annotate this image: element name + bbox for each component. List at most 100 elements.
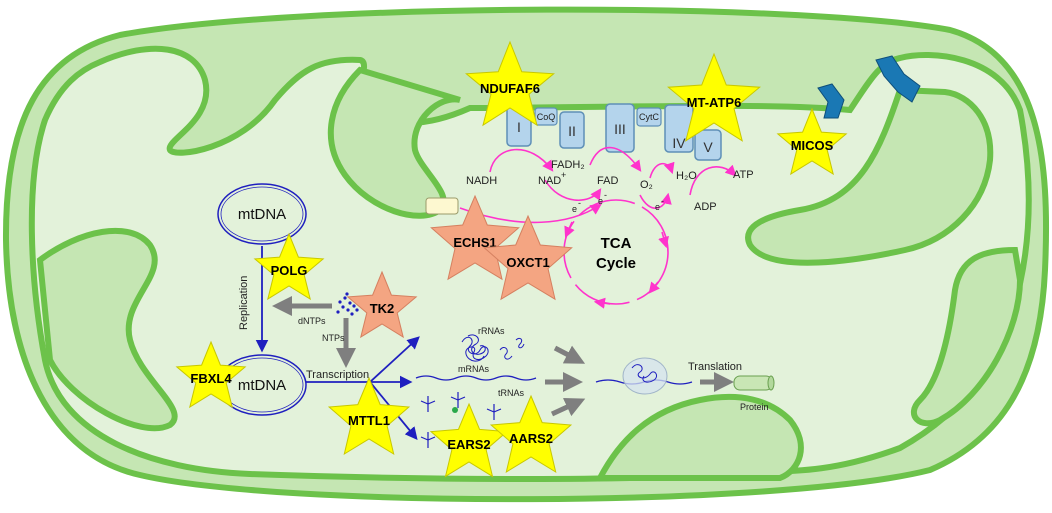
transcription-label: Transcription [306, 369, 369, 381]
cytc-carrier [636, 107, 662, 127]
rrna-tangle-large-b [467, 334, 486, 355]
star-polg [253, 232, 325, 301]
mrna-strand [415, 375, 537, 381]
mtdna-bottom-label: mtDNA [238, 377, 286, 394]
rrna-to-ribosome-arrow [553, 345, 586, 364]
o2-arrow [639, 192, 672, 209]
mtdna-top-label: mtDNA [238, 206, 286, 223]
adp-label: ADP [694, 201, 717, 213]
star-fbxl4 [175, 340, 247, 409]
trnas-label: tRNAs [498, 388, 525, 398]
complex-iii [605, 103, 635, 153]
trna-to-ribosome-arrow [550, 397, 586, 417]
crista-right [745, 86, 994, 266]
ribosome-rrna-tangle [631, 364, 657, 383]
crista-right-lower [911, 246, 1024, 427]
gene-label-micos: MICOS [791, 138, 834, 153]
o2-arrow-b [649, 161, 675, 179]
trna-glyph-1 [420, 396, 436, 412]
star-tk2 [346, 270, 418, 339]
gene-label-echs1: ECHS1 [453, 235, 496, 250]
rrna-tangle-small [499, 347, 513, 360]
cytc-label: CytC [639, 112, 660, 122]
complex-iii-label: III [614, 121, 626, 137]
fadh2-arrow [544, 179, 602, 202]
electron-label-2: e [598, 196, 603, 206]
trna-glyph-3 [486, 404, 502, 420]
star-micos [776, 107, 848, 176]
complex-ii-label: II [568, 123, 576, 139]
gene-label-ndufaf6: NDUFAF6 [480, 81, 540, 96]
nad-superscript: + [561, 170, 566, 180]
tca-title: TCA [601, 235, 632, 252]
star-mt-atp6 [667, 52, 761, 142]
tca-arrow-3 [593, 297, 611, 309]
atp-label: ATP [733, 169, 754, 181]
tca-arrow-2 [658, 231, 669, 249]
mrnas-label: mRNAs [458, 364, 489, 374]
rrna-tangle-large [461, 336, 489, 362]
complex-v-label: V [703, 139, 713, 155]
complex-iv-label: IV [672, 135, 686, 151]
gene-label-fbxl4: FBXL4 [190, 371, 232, 386]
coq-label: CoQ [537, 112, 556, 122]
electron-sup-2: - [604, 190, 607, 200]
micos-channel-right [875, 55, 921, 103]
replication-label: Replication [238, 276, 250, 330]
dntps-label: dNTPs [298, 316, 326, 326]
electron-sup-1: - [578, 198, 581, 208]
o2-label: O₂ [640, 179, 653, 191]
electron-label-1: e [572, 204, 577, 214]
mtdna-circle-top [217, 183, 307, 245]
nadh-label: NADH [466, 175, 497, 187]
gene-label-tk2: TK2 [370, 301, 395, 316]
ntps-label: NTPs [322, 333, 345, 343]
nadh-arrow [489, 148, 554, 173]
electron-sup-3: - [661, 196, 664, 206]
gene-label-mt-atp6: MT-ATP6 [687, 95, 742, 110]
transcription-arrow-rrna [369, 336, 420, 383]
micos-channels [817, 55, 921, 119]
tca-arrow-1 [564, 221, 575, 239]
crista-bottom [595, 393, 804, 481]
complex-i-label: I [517, 119, 521, 135]
gene-label-mttl1: MTTL1 [348, 413, 390, 428]
nad-label: NAD [538, 175, 561, 187]
fadh2-label: FADH₂ [551, 159, 585, 171]
gene-label-ears2: EARS2 [447, 437, 490, 452]
substrate-capsule [425, 197, 459, 215]
rrna-clusters [461, 334, 525, 362]
electron-label-3: e [655, 202, 660, 212]
star-mttl1 [327, 376, 411, 456]
ribosome [622, 357, 668, 395]
fad-arrow [589, 146, 642, 172]
crista-left [36, 227, 178, 432]
atp-arrow [689, 164, 737, 196]
micos-channel-left [817, 83, 845, 119]
tca-arrow-4 [648, 281, 660, 294]
star-oxct1 [483, 214, 573, 301]
h2o-label: H₂O [676, 170, 697, 182]
mtdna-circle-top-inner [220, 186, 304, 242]
fad-label: FAD [597, 175, 618, 187]
gene-label-aars2: AARS2 [509, 431, 553, 446]
protein-cylinder-cap [767, 375, 775, 391]
complex-ii [559, 111, 585, 149]
gene-label-polg: POLG [271, 263, 308, 278]
rrna-tangle-small-b [515, 337, 525, 349]
gene-label-oxct1: OXCT1 [506, 255, 549, 270]
tca-subtitle: Cycle [596, 255, 636, 272]
rrnas-label: rRNAs [478, 326, 505, 336]
star-ndufaf6 [465, 40, 555, 127]
trna-glyph-4 [420, 432, 436, 448]
trna-aminoacid-green [452, 407, 458, 413]
trna-glyph-2 [450, 392, 466, 408]
star-aars2 [489, 394, 573, 474]
protein-label: Protein [740, 402, 769, 412]
complex-v [694, 129, 722, 161]
trna-glyphs [420, 392, 502, 448]
translation-label: Translation [688, 361, 742, 373]
protein-cylinder [733, 375, 773, 391]
